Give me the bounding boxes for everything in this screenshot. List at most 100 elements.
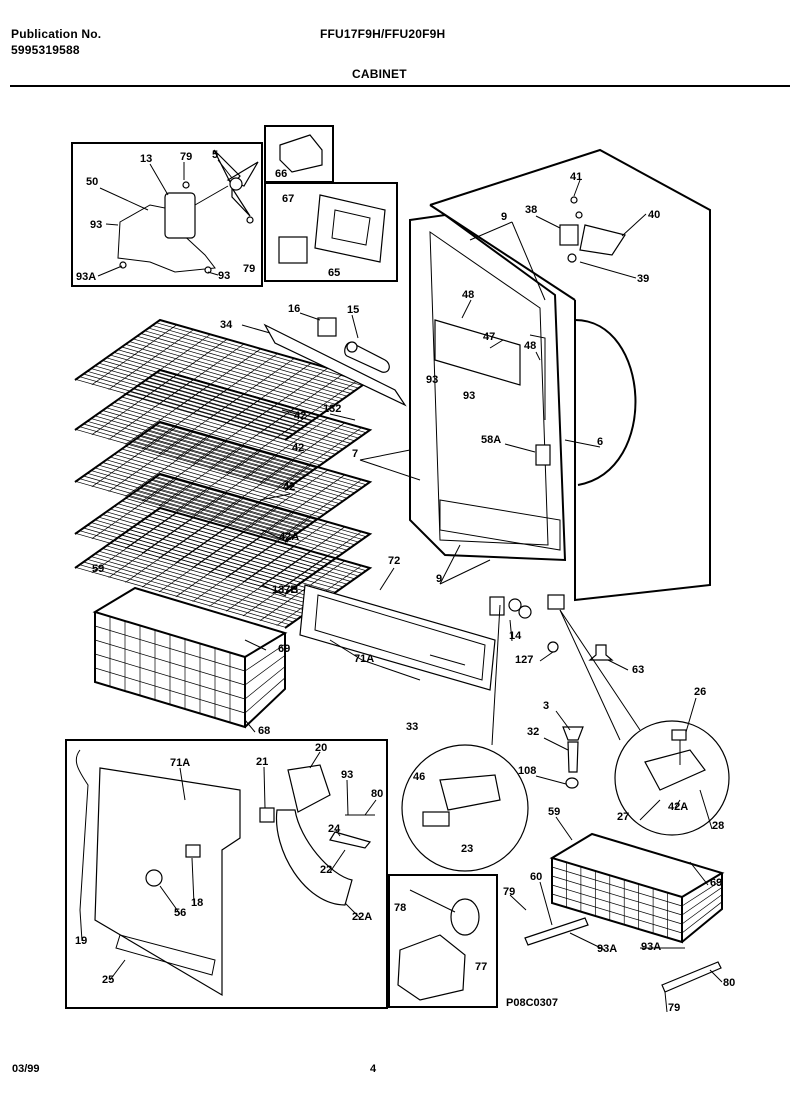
callout-label: 32 (527, 726, 539, 738)
fan-motor-inset (71, 142, 263, 287)
wire-shelves (74, 318, 373, 629)
callout-label: 79 (503, 886, 515, 898)
callout-label: 9 (436, 573, 442, 585)
leader-lines (79, 159, 723, 1013)
part-3 (562, 726, 584, 741)
part-66 (279, 134, 323, 173)
part-26 (671, 729, 687, 741)
wire-shelf (74, 506, 373, 629)
footer-date: 03/99 (12, 1063, 40, 1075)
part-77 (450, 898, 480, 936)
callout-label: 93 (341, 769, 353, 781)
callout-label: 59 (548, 806, 560, 818)
callout-label: 40 (648, 209, 660, 221)
callout-label: 27 (617, 811, 629, 823)
callout-label: 66 (275, 168, 287, 180)
callout-label: 79 (668, 1002, 680, 1014)
callout-label: 127 (515, 654, 533, 666)
part-20 (287, 764, 331, 813)
part-56 (145, 869, 163, 887)
part-60-left (524, 917, 589, 946)
callout-label: 33 (406, 721, 418, 733)
publication-number: 5995319588 (11, 43, 80, 57)
part-23 (422, 811, 450, 827)
wire-shelf (74, 368, 373, 491)
callout-label: 7 (352, 448, 358, 460)
model-numbers: FFU17F9H/FFU20F9H (320, 27, 446, 41)
part-65-frame (314, 194, 386, 263)
wire-basket (549, 832, 725, 944)
part-33 (439, 774, 501, 811)
toe-grille (299, 584, 496, 691)
callout-label: 21 (256, 756, 268, 768)
callout-label: 13 (140, 153, 152, 165)
callout-label: 24 (328, 823, 341, 835)
lower-hardware (489, 594, 614, 789)
callout-label: 79 (243, 263, 255, 275)
callout-label: 77 (475, 961, 487, 973)
callout-label: 60 (530, 871, 542, 883)
callout-label: 38 (525, 204, 537, 216)
callout-label: 3 (543, 700, 549, 712)
callout-label: 68 (258, 725, 270, 737)
cabinet-side-curve (574, 319, 637, 486)
liner-frame (409, 213, 567, 562)
part-22a (275, 809, 353, 906)
callout-label: 137B (272, 584, 298, 596)
part-28 (644, 749, 706, 791)
callout-label: 93A (597, 943, 617, 955)
callout-label: 72 (388, 555, 400, 567)
part-78 (397, 934, 466, 1001)
cabinet-outline (429, 148, 711, 602)
callout-label: 6 (597, 436, 603, 448)
callout-label: 47 (483, 331, 495, 343)
switch-callout (401, 604, 529, 872)
callout-label: 39 (637, 273, 649, 285)
part-25 (115, 934, 216, 976)
callout-label: 18 (191, 897, 203, 909)
callout-label: 80 (371, 788, 383, 800)
callout-label: 42A (668, 801, 688, 813)
callout-label: 93A (641, 941, 661, 953)
callout-label: 93 (90, 219, 102, 231)
parts-67-65-inset (264, 182, 398, 282)
callout-label: 26 (694, 686, 706, 698)
callout-label: 93A (76, 271, 96, 283)
callout-label: 19 (75, 935, 87, 947)
basket-upper (92, 586, 288, 729)
wire-shelf (74, 318, 373, 441)
part-72 (299, 584, 496, 691)
callout-label: 48 (524, 340, 536, 352)
callout-label: 108 (518, 765, 536, 777)
callout-label: 71A (170, 757, 190, 769)
publication-label: Publication No. (11, 27, 102, 41)
callout-label: 9 (501, 211, 507, 223)
callout-label: 78 (394, 902, 406, 914)
part-127 (547, 641, 559, 653)
callout-label: 22 (320, 864, 332, 876)
callout-label: 69 (710, 877, 722, 889)
callout-label: 46 (413, 771, 425, 783)
callout-label: 59 (92, 563, 104, 575)
wire-basket (92, 586, 288, 729)
drawing-id: P08C0307 (506, 997, 558, 1009)
callout-label: 93 (426, 374, 438, 386)
callout-label: 15 (347, 304, 359, 316)
callout-label: 42 (294, 410, 306, 422)
part-67 (278, 236, 308, 264)
callout-label: 132 (323, 403, 341, 415)
part-34 (263, 323, 407, 407)
part-21 (259, 807, 275, 823)
section-title: CABINET (352, 67, 407, 81)
callout-label: 63 (632, 664, 644, 676)
callout-label: 79 (180, 151, 192, 163)
bottom-hinge-callout (559, 609, 730, 836)
callout-label: 16 (288, 303, 300, 315)
part-108 (565, 777, 579, 789)
callout-label: 42 (292, 442, 304, 454)
callout-label: 50 (86, 176, 98, 188)
motor-bracket (117, 204, 216, 273)
callout-label: 93 (463, 390, 475, 402)
